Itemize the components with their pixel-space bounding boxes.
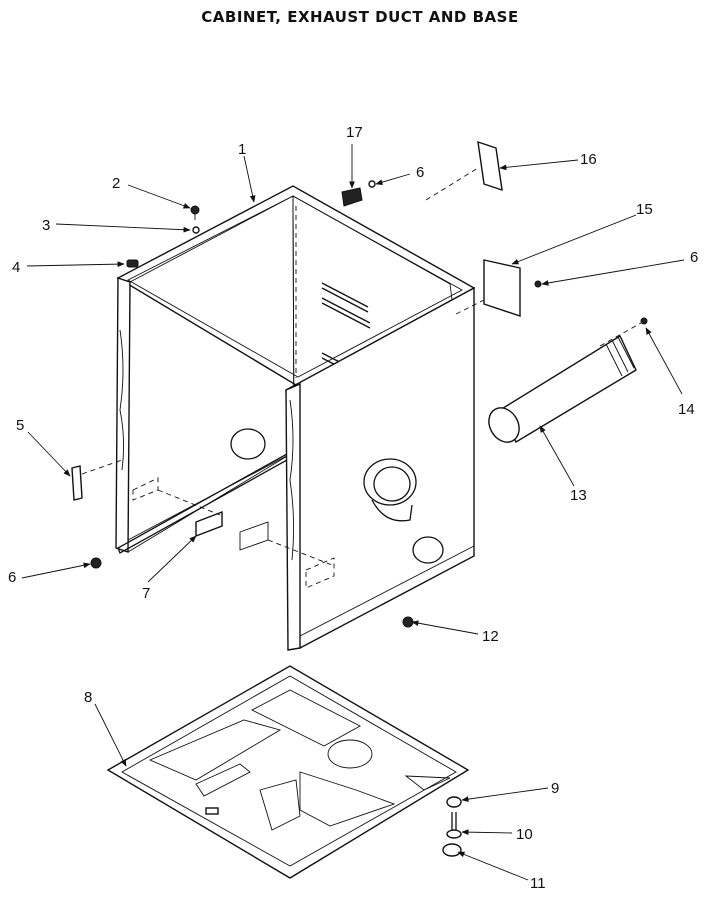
label-part-5 xyxy=(71,465,83,501)
callout-9: 9 xyxy=(551,780,559,797)
callout-11: 11 xyxy=(530,875,546,892)
callout-14: 14 xyxy=(678,401,695,418)
label-part-7 xyxy=(195,510,223,538)
callout-7: 7 xyxy=(142,585,150,602)
callout-6-top: 6 xyxy=(416,164,424,181)
cabinet-part xyxy=(115,185,476,651)
callout-2: 2 xyxy=(112,175,120,192)
exhaust-duct-part xyxy=(488,317,648,443)
callout-17: 17 xyxy=(346,124,363,141)
foot-screw-part xyxy=(446,812,462,839)
diagram-title: CABINET, EXHAUST DUCT AND BASE xyxy=(201,8,519,26)
plate-part-16 xyxy=(477,140,503,192)
callout-leaders xyxy=(21,144,685,881)
callout-6-left: 6 xyxy=(8,569,16,586)
callout-16: 16 xyxy=(580,151,597,168)
callout-4: 4 xyxy=(12,259,20,276)
callout-15: 15 xyxy=(636,201,653,218)
callout-8: 8 xyxy=(84,689,92,706)
foot-nut-part xyxy=(446,796,462,808)
callout-5: 5 xyxy=(16,417,24,434)
bracket-part-15 xyxy=(483,259,542,317)
callout-6-right: 6 xyxy=(690,249,698,266)
foot-pad-part xyxy=(442,843,462,857)
screw-part xyxy=(190,205,200,220)
callout-3: 3 xyxy=(42,217,50,234)
screw-part-12 xyxy=(402,616,414,628)
washer-part xyxy=(192,226,200,234)
callout-1: 1 xyxy=(238,141,246,158)
callout-10: 10 xyxy=(516,826,533,843)
callout-12: 12 xyxy=(482,628,499,645)
bracket-part-17 xyxy=(341,180,376,207)
clip-part xyxy=(126,259,139,268)
base-part xyxy=(106,665,470,879)
screw-part-left xyxy=(90,557,102,569)
callout-13: 13 xyxy=(570,487,587,504)
